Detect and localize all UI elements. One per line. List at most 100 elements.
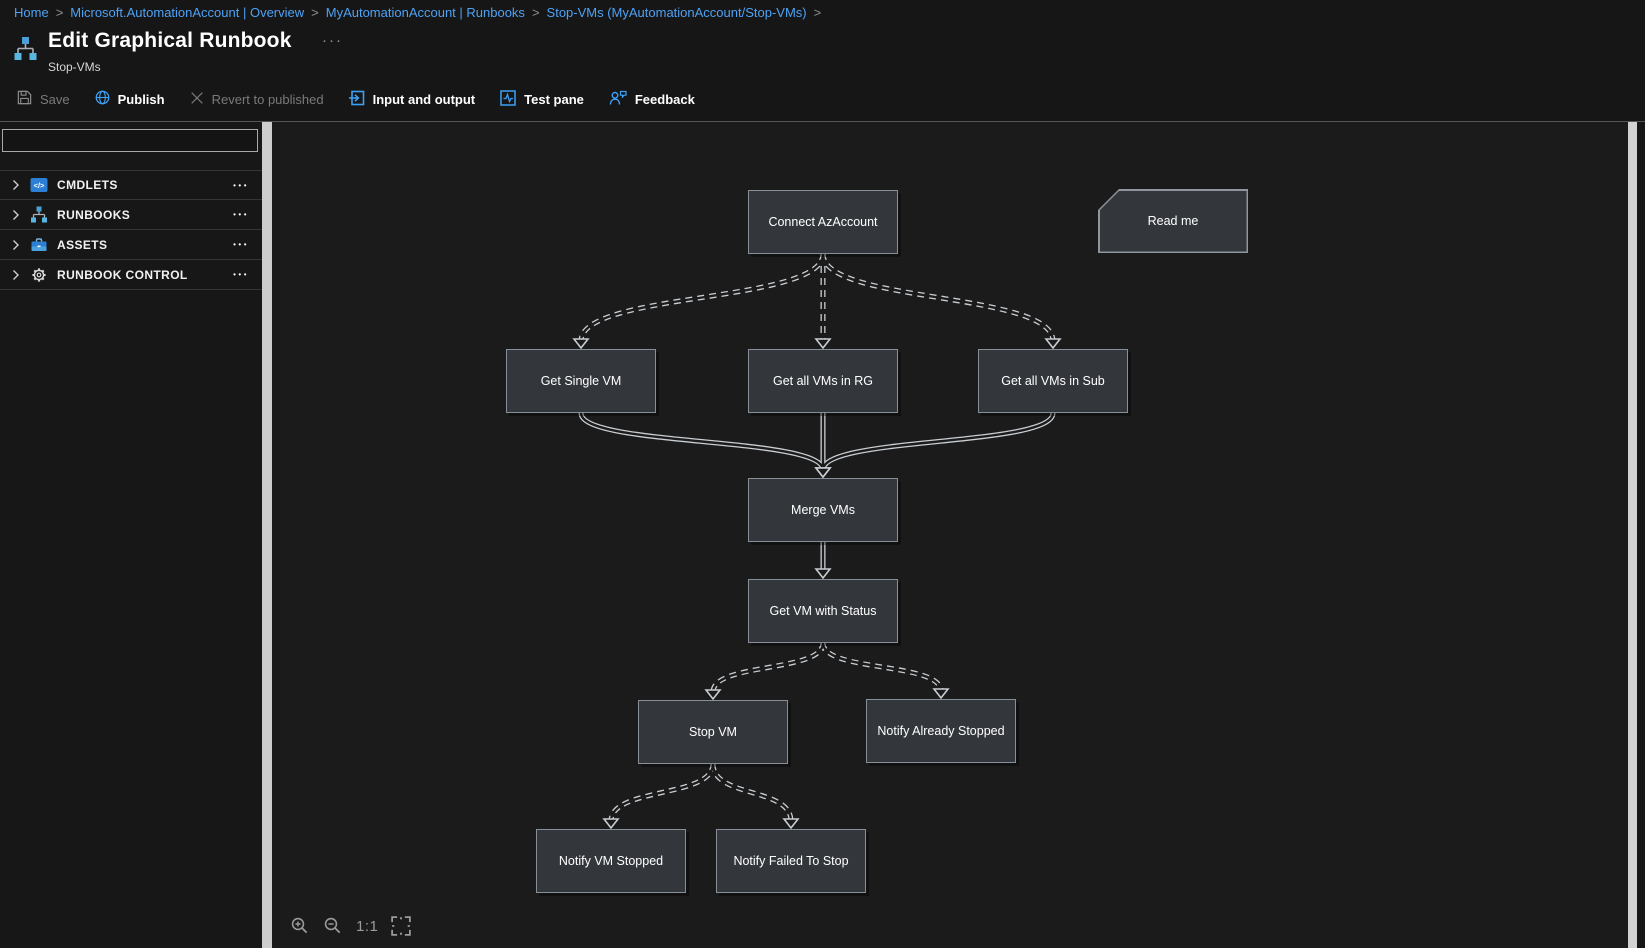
- section-more-options-button[interactable]: •••: [233, 180, 249, 190]
- breadcrumb-separator: >: [55, 5, 64, 20]
- chevron-right-icon[interactable]: [12, 239, 20, 251]
- save-icon: [16, 89, 33, 109]
- node-label: Get all VMs in Sub: [1001, 374, 1105, 388]
- publish-button[interactable]: Publish: [94, 89, 165, 109]
- node-get-vm-with-status[interactable]: Get VM with Status: [748, 579, 898, 643]
- graphical-runbook-icon: [12, 36, 39, 67]
- breadcrumb-item[interactable]: Microsoft.AutomationAccount | Overview: [70, 5, 305, 20]
- breadcrumb-separator: >: [531, 5, 540, 20]
- assets-briefcase-icon: [30, 236, 48, 254]
- sidebar-section-runbooks[interactable]: RUNBOOKS •••: [0, 200, 262, 230]
- runbook-name-subtitle: Stop-VMs: [48, 60, 101, 74]
- breadcrumb-separator: >: [813, 5, 822, 20]
- runbook-link-channel: [821, 412, 1055, 471]
- feedback-person-icon: [608, 89, 628, 110]
- sidebar-section-label: ASSETS: [57, 237, 108, 252]
- runbook-link-channel: [579, 253, 825, 342]
- link-arrowhead-icon: [602, 818, 620, 830]
- node-merge-vms[interactable]: Merge VMs: [748, 478, 898, 542]
- section-more-options-button[interactable]: •••: [233, 240, 249, 249]
- node-stop-vm[interactable]: Stop VM: [638, 700, 788, 764]
- publish-globe-icon: [94, 89, 111, 109]
- link-arrowhead-icon: [932, 688, 950, 700]
- sidebar-section-label: RUNBOOK CONTROL: [57, 267, 188, 282]
- zoom-in-button[interactable]: [290, 916, 310, 936]
- chevron-right-icon[interactable]: [12, 209, 20, 221]
- sidebar-section-runbook-control[interactable]: RUNBOOK CONTROL •••: [0, 260, 262, 290]
- node-get-all-vms-in-rg[interactable]: Get all VMs in RG: [748, 349, 898, 413]
- node-label: Notify VM Stopped: [558, 854, 664, 868]
- runbook-link-channel: [821, 642, 943, 692]
- sidebar-section-assets[interactable]: ASSETS •••: [0, 230, 262, 260]
- section-more-options-button[interactable]: •••: [233, 210, 249, 219]
- node-get-all-vms-in-sub[interactable]: Get all VMs in Sub: [978, 349, 1128, 413]
- palette-search-input[interactable]: [2, 129, 258, 152]
- section-more-options-button[interactable]: •••: [233, 270, 249, 279]
- link-arrowhead-icon: [814, 568, 832, 580]
- node-label: Read me: [1147, 214, 1199, 228]
- save-button[interactable]: Save: [16, 89, 70, 109]
- zoom-out-button[interactable]: [323, 916, 343, 936]
- palette-list: </>CMDLETS•••RUNBOOKS•••ASSETS•••RUNBOOK…: [0, 170, 262, 290]
- svg-text:</>: </>: [34, 181, 45, 190]
- activity-palette-sidebar: </>CMDLETS•••RUNBOOKS•••ASSETS•••RUNBOOK…: [0, 122, 262, 948]
- links-layer: [572, 253, 1062, 830]
- node-notify-failed-to-stop[interactable]: Notify Failed To Stop: [716, 829, 866, 893]
- test-pane-pulse-icon: [499, 89, 517, 110]
- title-more-options-button[interactable]: ···: [322, 32, 343, 49]
- header-divider: [0, 121, 1645, 122]
- runbook-link-channel: [711, 763, 793, 822]
- breadcrumb-item[interactable]: Stop-VMs (MyAutomationAccount/Stop-VMs): [546, 5, 807, 20]
- sidebar-section-label: CMDLETS: [57, 178, 118, 192]
- runbook-control-gear-icon: [30, 266, 48, 284]
- command-toolbar: Save Publish Revert to published Input a…: [16, 86, 695, 112]
- canvas-zoom-controls: 1:1: [290, 914, 412, 938]
- link-arrowhead-icon: [814, 467, 832, 479]
- node-connect-azaccount[interactable]: Connect AzAccount: [748, 190, 898, 254]
- sidebar-section-label: RUNBOOKS: [57, 207, 131, 222]
- node-label: Get VM with Status: [769, 604, 877, 618]
- input-output-icon: [348, 89, 366, 110]
- input-and-output-button[interactable]: Input and output: [348, 89, 475, 110]
- test-pane-button[interactable]: Test pane: [499, 89, 584, 110]
- breadcrumb: Home > Microsoft.AutomationAccount | Overv…: [14, 5, 828, 20]
- link-arrowhead-icon: [1044, 338, 1062, 350]
- breadcrumb-item[interactable]: Home: [14, 5, 49, 20]
- zoom-reset-1-1-button[interactable]: 1:1: [356, 917, 379, 935]
- runbook-link-channel: [609, 763, 715, 822]
- chevron-right-icon[interactable]: [12, 269, 20, 281]
- link-arrowhead-icon: [814, 338, 832, 350]
- fit-to-screen-button[interactable]: [391, 916, 412, 936]
- sidebar-section-cmdlets[interactable]: </> CMDLETS •••: [0, 170, 262, 200]
- feedback-button[interactable]: Feedback: [608, 89, 695, 110]
- runbook-canvas[interactable]: Connect AzAccount Read me Get Single VM Get…: [272, 122, 1628, 948]
- node-get-single-vm[interactable]: Get Single VM: [506, 349, 656, 413]
- canvas-vertical-scrollbar[interactable]: [1628, 122, 1637, 948]
- link-arrowhead-icon: [572, 338, 590, 350]
- note-background: [1099, 190, 1247, 252]
- node-notify-already-stopped[interactable]: Notify Already Stopped: [866, 699, 1016, 763]
- link-arrowhead-icon: [782, 818, 800, 830]
- node-label: Connect AzAccount: [768, 215, 878, 229]
- sidebar-scrollbar[interactable]: [262, 122, 272, 948]
- node-label: Get all VMs in RG: [772, 374, 874, 388]
- node-label: Notify Failed To Stop: [733, 854, 849, 868]
- node-label: Stop VM: [689, 725, 737, 739]
- node-label: Notify Already Stopped: [877, 724, 1005, 738]
- node-read-me[interactable]: Read me: [1098, 189, 1248, 253]
- runbook-link-channel: [711, 642, 825, 693]
- page-title: Edit Graphical Runbook: [48, 29, 292, 52]
- runbook-link-channel: [821, 253, 1055, 342]
- node-notify-vm-stopped[interactable]: Notify VM Stopped: [536, 829, 686, 893]
- node-label: Get Single VM: [540, 374, 622, 388]
- runbook-link-channel: [579, 412, 825, 471]
- breadcrumb-item[interactable]: MyAutomationAccount | Runbooks: [325, 5, 525, 20]
- revert-to-published-button[interactable]: Revert to published: [189, 90, 324, 109]
- runbooks-icon: [30, 206, 48, 224]
- breadcrumb-separator: >: [311, 5, 319, 20]
- cmdlets-code-icon: </>: [30, 176, 48, 194]
- chevron-right-icon[interactable]: [12, 179, 20, 191]
- revert-x-icon: [189, 90, 205, 109]
- link-arrowhead-icon: [704, 689, 722, 701]
